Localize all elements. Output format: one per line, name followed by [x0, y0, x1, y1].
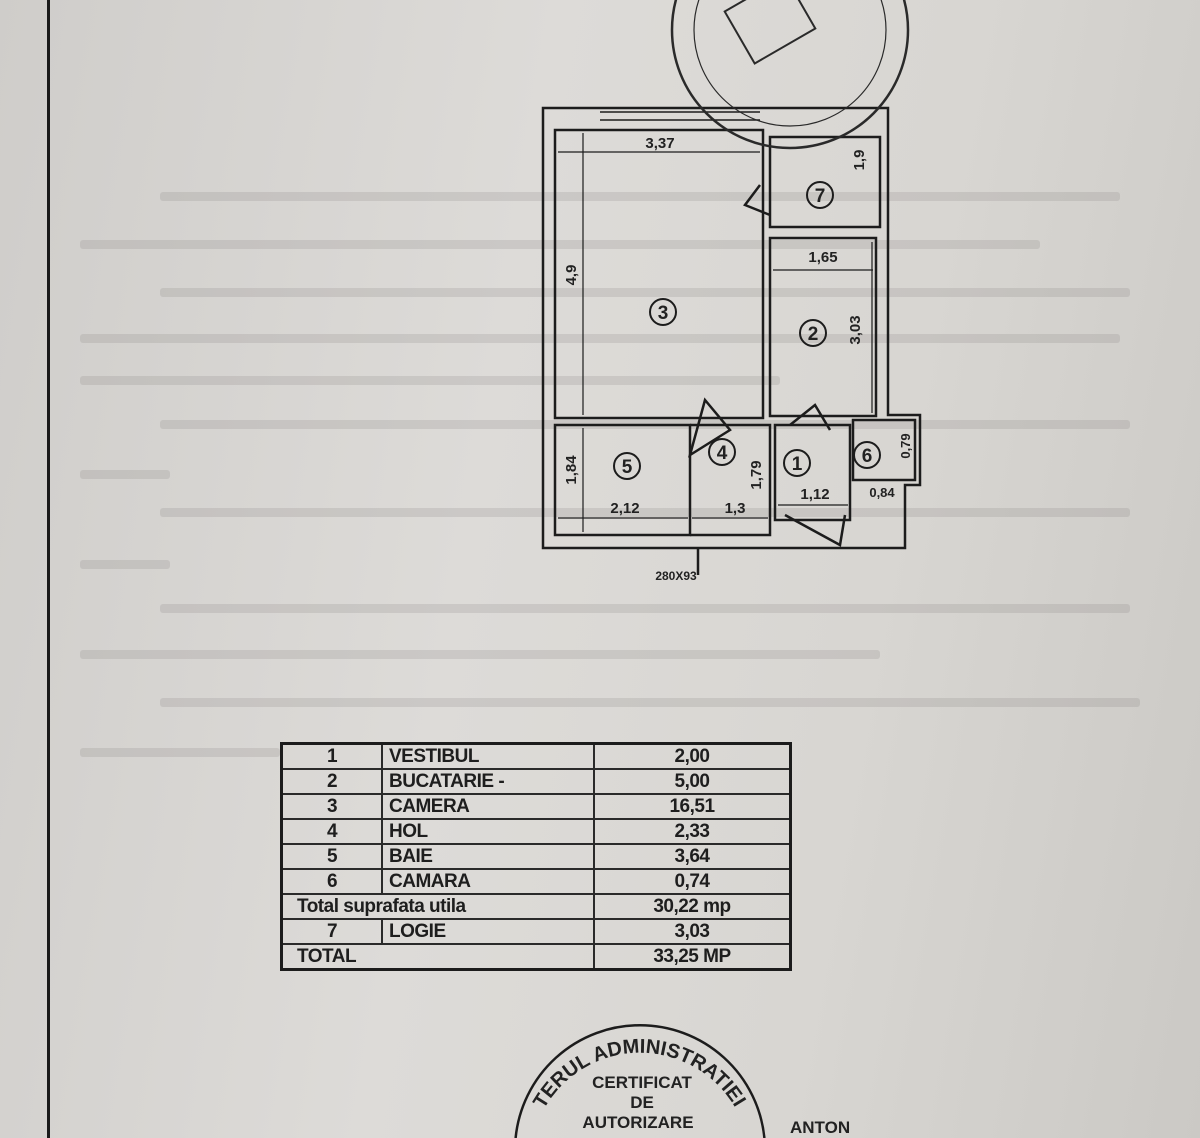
dim-room4-length: 1,79 — [748, 460, 765, 489]
svg-text:4: 4 — [717, 443, 728, 464]
dim-room6-width: 0,84 — [869, 485, 895, 500]
dimension-labels: 3,37 4,9 1,9 1,65 3,03 1,84 2,12 1,3 1,7… — [563, 135, 913, 583]
svg-text:ANTON: ANTON — [790, 1118, 850, 1137]
svg-text:6: 6 — [862, 446, 873, 467]
svg-text:2: 2 — [808, 324, 819, 345]
svg-text:CERTIFICAT: CERTIFICAT — [592, 1073, 692, 1092]
dim-door: 280X93 — [655, 569, 697, 583]
dim-room2-width: 1,65 — [808, 249, 837, 266]
svg-text:AUTORIZARE: AUTORIZARE — [582, 1113, 693, 1132]
svg-text:3: 3 — [658, 303, 669, 324]
room-numbers: 3 7 2 5 4 1 6 — [613, 181, 881, 480]
dim-room4-width: 1,3 — [725, 500, 746, 517]
page-margin-line — [47, 0, 50, 1138]
dim-room1-width: 1,12 — [800, 486, 829, 503]
svg-text:7: 7 — [815, 186, 826, 207]
dim-room5-length: 1,84 — [563, 455, 580, 485]
room-7-label: 7 — [806, 181, 834, 209]
top-official-stamp — [670, 0, 910, 150]
dim-room3-width: 3,37 — [645, 135, 674, 152]
dim-room6-length: 0,79 — [898, 433, 913, 458]
svg-text:DE: DE — [630, 1093, 654, 1112]
dimension-lines — [558, 133, 873, 532]
dim-room2-length: 3,03 — [847, 315, 864, 344]
walls — [541, 106, 922, 575]
room-1-label: 1 — [783, 449, 811, 477]
room-6-label: 6 — [853, 441, 881, 469]
room-4-label: 4 — [708, 438, 736, 466]
svg-text:5: 5 — [622, 457, 633, 478]
svg-text:1: 1 — [792, 454, 803, 475]
dim-room5-width: 2,12 — [610, 500, 639, 517]
bottom-official-stamp: TERUL ADMINISTRATIEI CERTIFICAT DE AUTOR… — [514, 1023, 850, 1138]
room-3-label: 3 — [649, 298, 677, 326]
room-5-label: 5 — [613, 452, 641, 480]
room-2-label: 2 — [799, 319, 827, 347]
dim-room3-length: 4,9 — [563, 265, 580, 286]
dim-room7-length: 1,9 — [851, 150, 868, 171]
